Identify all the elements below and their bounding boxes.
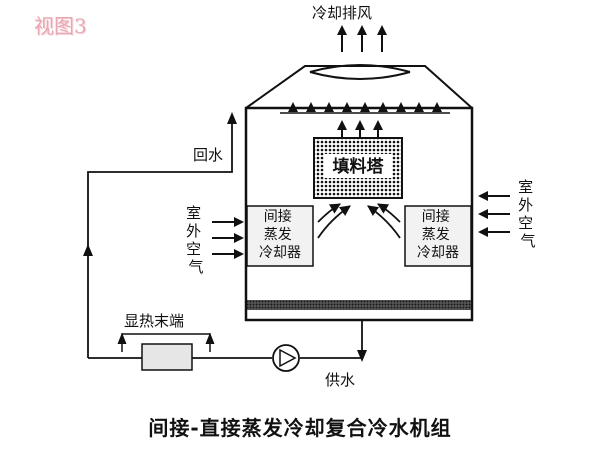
outdoor-air-right-arrows [478,191,510,237]
outdoor-air-left-arrows [212,217,244,259]
diagram-caption: 间接-直接蒸发冷却复合冷水机组 [148,416,452,440]
iec-right-label: 间接 蒸发 冷却器 [417,208,459,261]
iec-right [404,205,472,267]
outdoor-air-left-label: 室 外 空 气 [186,204,206,276]
up-arrows [337,120,383,138]
water-basin [247,300,471,310]
packing-tower-label: 填料塔 [333,156,385,177]
return-water-label: 回水 [193,146,223,164]
return-water-pipe [87,122,233,358]
tower-body [244,106,474,322]
terminal-label: 显热末端 [124,312,184,330]
fan-housing [245,64,473,109]
iec-left-label: 间接 蒸发 冷却器 [259,208,301,261]
supply-water-arrow-down [357,350,367,362]
watermark-tag: 视图3 [34,14,87,38]
sensible-terminal [117,332,215,371]
exhaust-arrows [337,25,387,52]
pump-icon [272,344,300,372]
supply-water-label: 供水 [325,371,355,389]
return-water-arrow-up [83,244,93,256]
supply-water-pipe [88,320,363,359]
return-water-arrow-in [227,112,237,124]
outdoor-air-right-label: 室 外 空 气 [518,178,538,250]
airflow-arrows [317,203,401,239]
exhaust-label: 冷却排风 [312,4,372,22]
iec-left [246,205,314,267]
packing-label-bg [324,154,392,178]
